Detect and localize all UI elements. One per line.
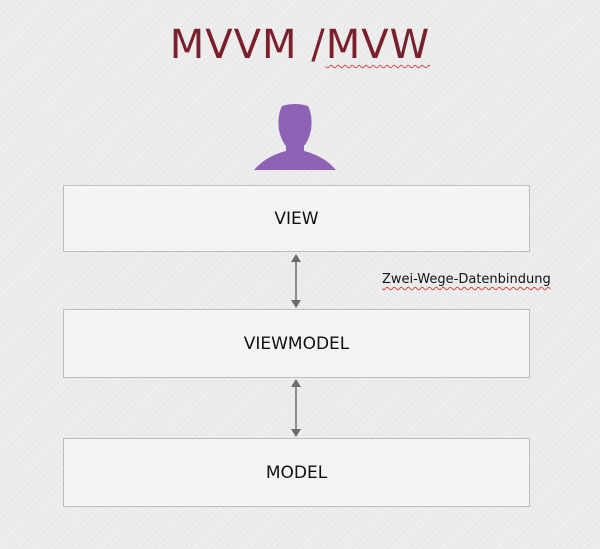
viewmodel-model-double-arrow <box>291 379 301 437</box>
model-layer-label: MODEL <box>265 462 328 483</box>
viewmodel-layer-label: VIEWMODEL <box>243 333 350 354</box>
two-way-binding-label: Zwei-Wege-Datenbindung <box>382 272 551 287</box>
slide-title: MVVM / MVW <box>0 22 600 68</box>
model-layer-box: MODEL <box>63 438 530 507</box>
viewmodel-layer-box: VIEWMODEL <box>63 309 530 378</box>
view-layer-box: VIEW <box>63 185 530 252</box>
view-viewmodel-double-arrow <box>291 254 301 308</box>
title-mvvm: MVVM / <box>169 22 326 68</box>
view-layer-label: VIEW <box>274 208 319 229</box>
title-mvw: MVW <box>325 22 431 68</box>
user-icon <box>254 104 336 170</box>
